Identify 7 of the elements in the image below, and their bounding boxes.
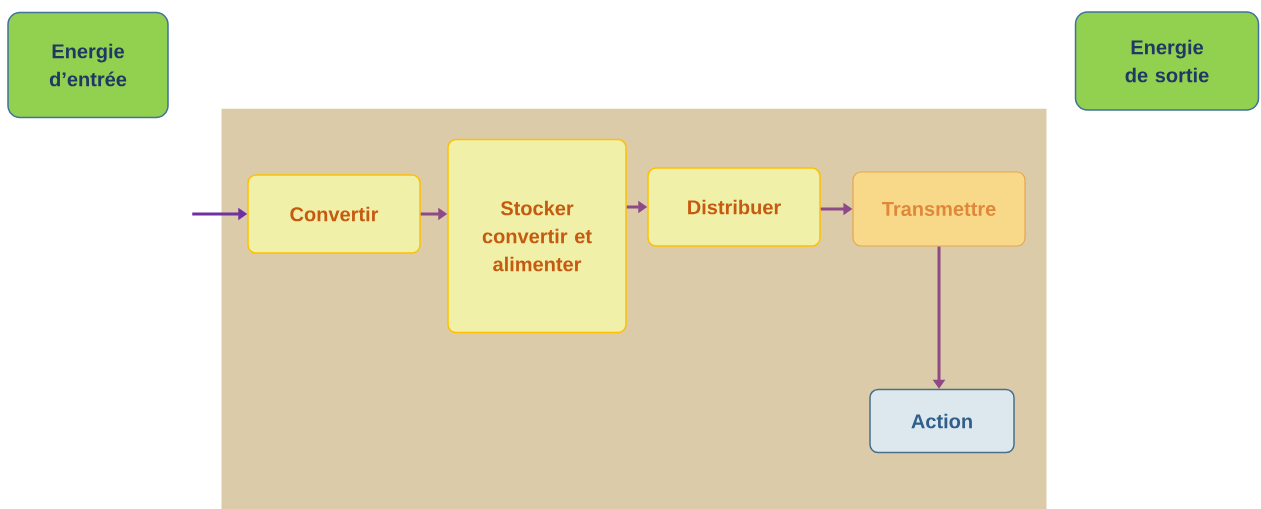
energy-box: Energie de sortie [1074, 11, 1260, 111]
process-box: Transmettre [852, 171, 1026, 247]
process-box: Distribuer [647, 167, 821, 247]
action-box: Action [869, 388, 1015, 454]
process-box: Stocker convertir et alimenter [447, 138, 627, 334]
energy-box: Energie d’entrée [7, 11, 169, 119]
process-box: Convertir [247, 174, 421, 254]
